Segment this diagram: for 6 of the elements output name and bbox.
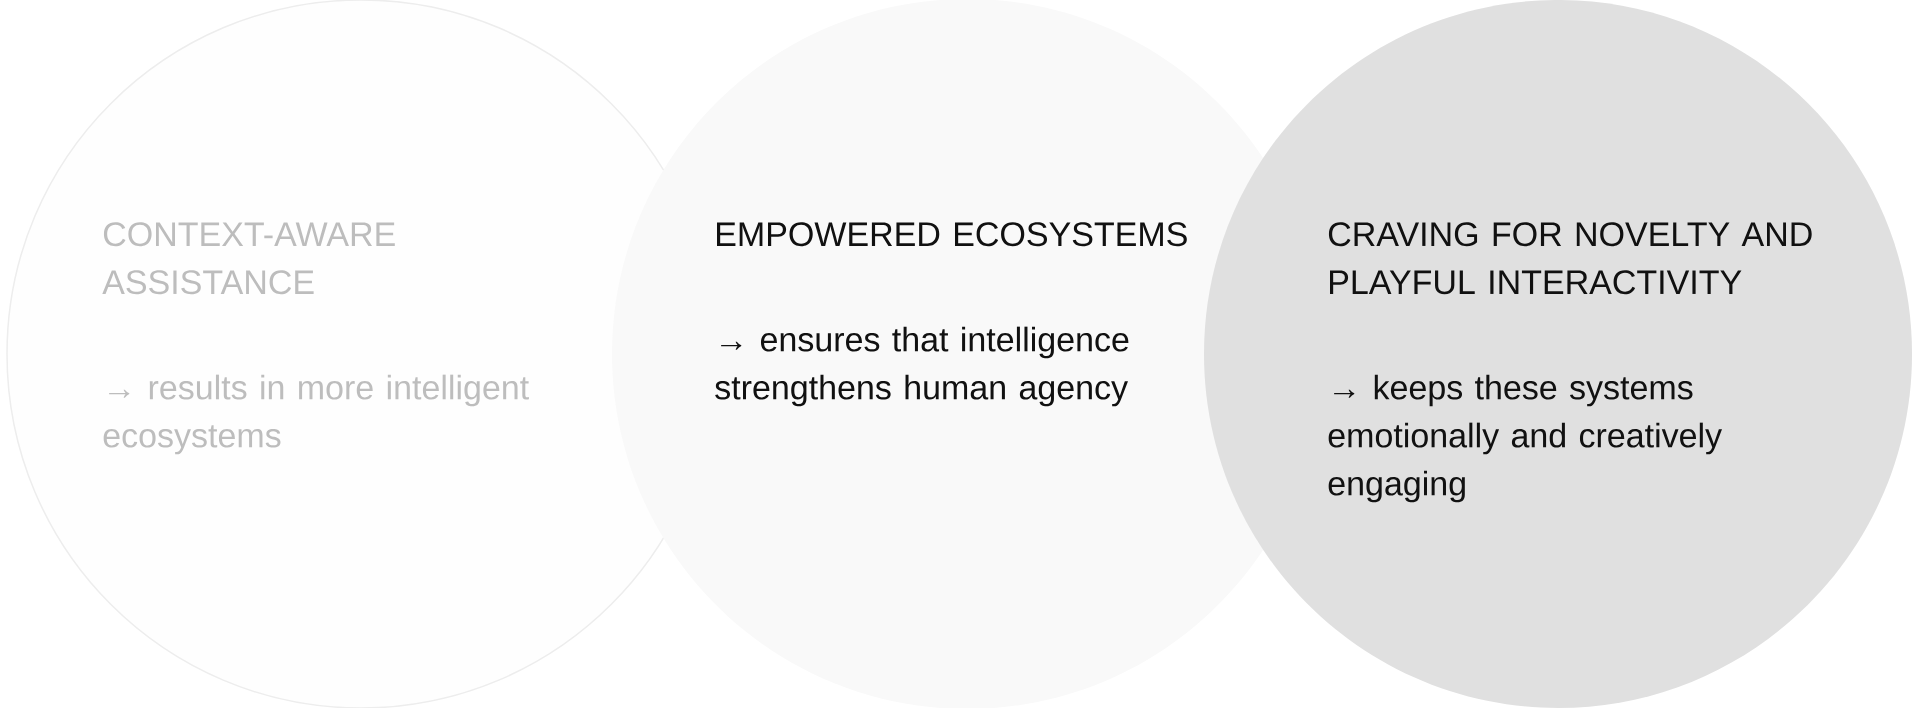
- heading: CRAVING FOR NOVELTY AND PLAYFUL INTERACTIVITY: [1328, 222, 1812, 295]
- description: → ensures that intelligence strengthens human agency: [715, 326, 1129, 407]
- heading: CONTEXT-AWARE ASSISTANCE: [102, 222, 395, 295]
- description: → results in more intelligent ecosystems: [103, 374, 529, 455]
- description: → keeps these systems emotionally and creatively engaging: [1328, 374, 1722, 503]
- heading: EMPOWERED ECOSYSTEMS: [717, 222, 1187, 247]
